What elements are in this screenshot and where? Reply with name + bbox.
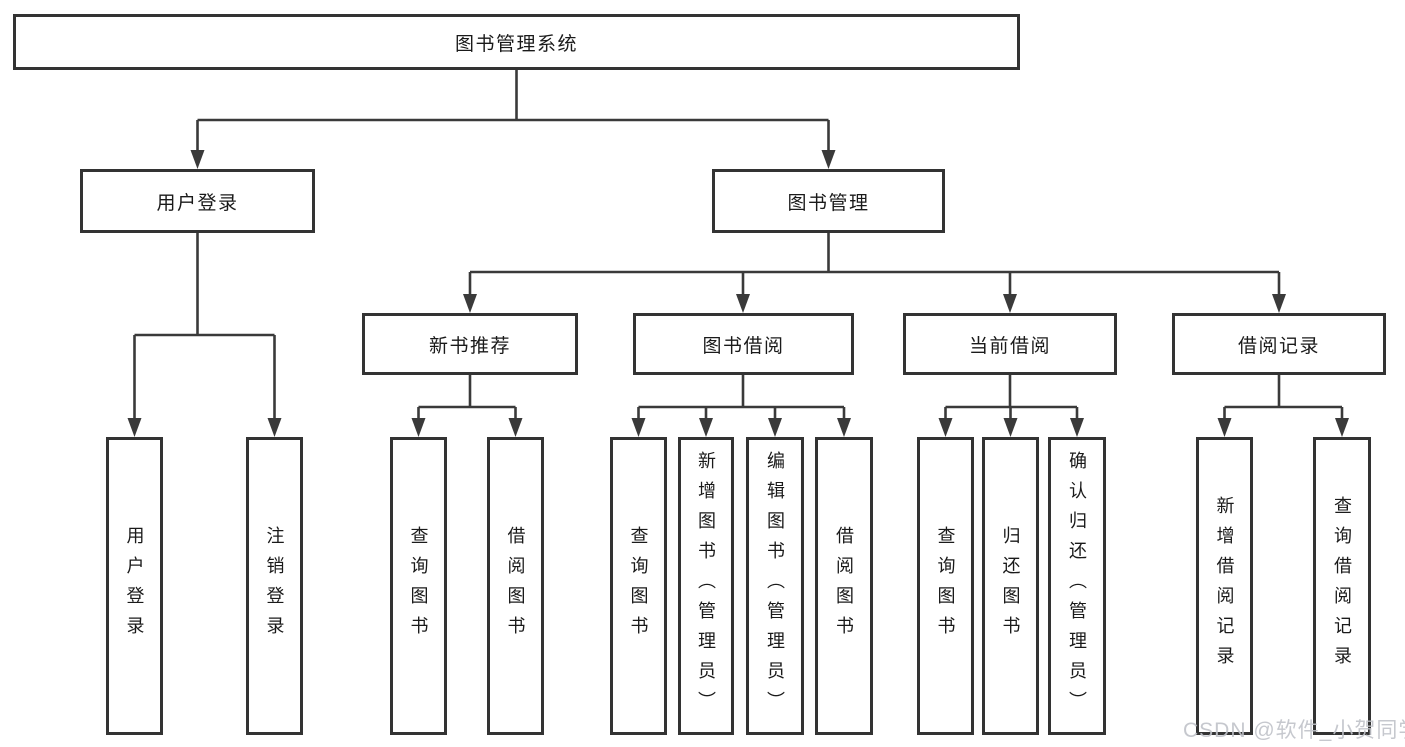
node-label: 注销登录 [264,526,285,646]
arrow-down-icon [821,150,836,169]
arrow-down-icon [411,418,426,437]
arrow-down-icon [127,418,142,437]
leaf-add-books-admin: 新增图书（管理员） [678,437,734,735]
arrow-down-icon [736,294,750,313]
leaf-confirm-return-admin: 确认归还（管理员） [1048,437,1106,735]
leaf-return-books: 归还图书 [982,437,1039,735]
node-label: 借阅图书 [834,526,854,646]
node-label: 归还图书 [1000,526,1021,646]
arrow-down-icon [768,418,782,437]
connector-root-to-level2 [190,70,836,169]
leaf-query-books-recommend: 查询图书 [390,437,447,735]
node-book-management: 图书管理 [712,169,945,233]
node-label: 用户登录 [124,526,145,646]
node-label: 查询图书 [408,526,429,646]
node-label: 借阅记录 [1237,335,1320,357]
node-book-borrowing: 图书借阅 [633,313,854,375]
connector-current-borrow-to-leaves [938,375,1084,437]
node-user-login: 用户登录 [80,169,315,233]
leaf-borrow-books-recommend: 借阅图书 [487,437,544,735]
leaf-edit-books-admin: 编辑图书（管理员） [746,437,804,735]
connector-book-borrow-to-leaves [631,375,851,437]
node-borrowing-records: 借阅记录 [1172,313,1386,375]
arrow-down-icon [1217,418,1232,437]
arrow-down-icon [190,150,205,169]
arrow-down-icon [267,418,282,437]
leaf-add-borrow-record: 新增借阅记录 [1196,437,1253,735]
connector-user-login-to-leaves [127,233,282,437]
arrow-down-icon [463,294,477,313]
node-label: 查询图书 [628,526,649,646]
connector-new-book-rec-to-leaves [411,375,523,437]
leaf-logout-login: 注销登录 [246,437,303,735]
node-new-book-recommend: 新书推荐 [362,313,578,375]
connector-borrow-record-to-leaves [1217,375,1349,437]
arrow-down-icon [837,418,851,437]
leaf-borrow-books-borrowing: 借阅图书 [815,437,873,735]
node-library-management-system: 图书管理系统 [13,14,1020,70]
node-current-borrowing: 当前借阅 [903,313,1117,375]
node-label: 借阅图书 [505,526,526,646]
arrow-down-icon [508,418,523,437]
arrow-down-icon [1335,418,1349,437]
leaf-user-login: 用户登录 [106,437,163,735]
node-label: 新增图书（管理员） [696,451,716,721]
node-label: 编辑图书（管理员） [765,451,785,721]
node-label: 图书管理 [787,192,870,214]
arrow-down-icon [938,418,953,437]
arrow-down-icon [1272,294,1286,313]
connector-book-mgmt-to-level3 [463,233,1286,313]
node-label: 图书管理系统 [454,33,578,55]
leaf-query-borrow-record: 查询借阅记录 [1313,437,1371,735]
arrow-down-icon [1003,294,1017,313]
leaf-query-books-current: 查询图书 [917,437,974,735]
node-label: 确认归还（管理员） [1067,451,1087,721]
csdn-watermark: CSDN @软件_小贺同学 [1183,719,1405,742]
node-label: 新增借阅记录 [1214,496,1235,676]
arrow-down-icon [1003,418,1018,437]
node-label: 用户登录 [156,192,239,214]
arrow-down-icon [631,418,646,437]
leaf-query-books-borrowing: 查询图书 [610,437,667,735]
arrow-down-icon [1070,418,1084,437]
node-label: 查询图书 [935,526,956,646]
node-label: 新书推荐 [428,335,511,357]
node-label: 查询借阅记录 [1332,496,1352,676]
node-label: 图书借阅 [702,335,785,357]
arrow-down-icon [699,418,713,437]
node-label: 当前借阅 [968,335,1051,357]
